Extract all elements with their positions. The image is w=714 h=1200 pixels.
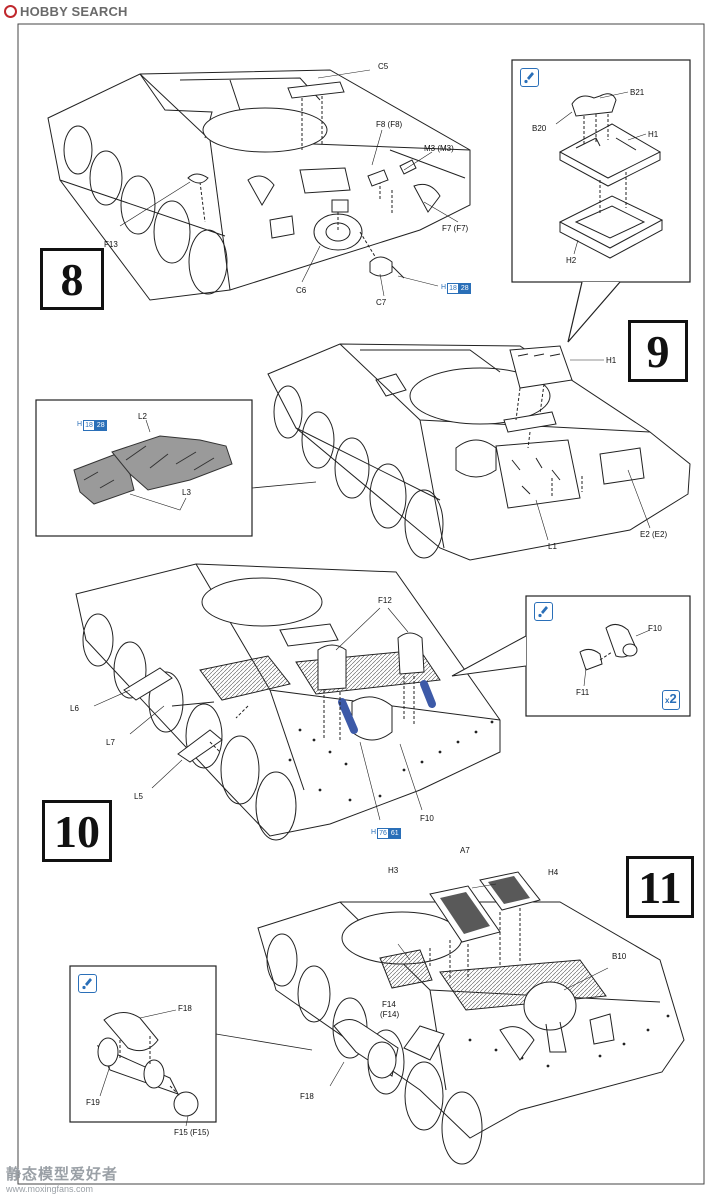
label-h3: H3 xyxy=(388,866,399,875)
paint-number-1: 18 xyxy=(83,420,95,431)
step11-inset-leader xyxy=(215,1033,313,1051)
label-f10-inset: F10 xyxy=(648,624,662,633)
label-l1: L1 xyxy=(548,542,557,551)
page-frame xyxy=(17,23,705,1185)
paint-number-2: 28 xyxy=(458,283,471,294)
label-a7: A7 xyxy=(460,846,470,855)
paint-number-2: 61 xyxy=(388,828,401,839)
label-f18-inset: F18 xyxy=(178,1004,192,1013)
label-f13: F13 xyxy=(104,240,118,249)
label-c7: C7 xyxy=(376,298,387,307)
step10-callout-pointer xyxy=(451,635,527,677)
label-b21: B21 xyxy=(630,88,645,97)
logo-text: HOBBY SEARCH xyxy=(20,4,128,19)
label-f15: F15 (F15) xyxy=(174,1128,210,1137)
label-l7: L7 xyxy=(106,738,115,747)
label-e2: E2 (E2) xyxy=(640,530,668,539)
label-m3: M3 (M3) xyxy=(424,144,454,153)
site-watermark: 静态模型爱好者 www.moxingfans.com xyxy=(6,1163,118,1194)
label-b20: B20 xyxy=(532,124,547,133)
label-l6: L6 xyxy=(70,704,79,713)
paint-letter: H xyxy=(441,284,447,291)
quantity-value: 2 xyxy=(669,691,677,706)
l2-leader xyxy=(145,419,151,433)
label-l3: L3 xyxy=(182,488,191,497)
label-h2: H2 xyxy=(566,256,577,265)
quantity-badge: x2 xyxy=(662,690,680,710)
label-f14-paren: (F14) xyxy=(380,1010,400,1019)
l3-leader xyxy=(129,493,187,511)
step-number-9: 9 xyxy=(628,320,688,382)
label-l5: L5 xyxy=(134,792,143,801)
step-number-10: 10 xyxy=(42,800,112,862)
label-f11: F11 xyxy=(576,688,590,697)
step9-hull xyxy=(267,343,691,561)
label-c6: C6 xyxy=(296,286,307,295)
exhaust-pipes xyxy=(338,680,436,734)
label-h1-inset: H1 xyxy=(648,130,659,139)
step9-inset-parts xyxy=(555,91,664,259)
note-icon-step10 xyxy=(534,602,553,621)
paint-letter: H xyxy=(371,829,377,836)
step11-inset-box xyxy=(69,965,217,1123)
step-number-8: 8 xyxy=(40,248,104,310)
paint-number-1: 76 xyxy=(377,828,389,839)
step9-callout-pointer xyxy=(567,281,621,343)
track-links xyxy=(73,435,233,505)
label-f14: F14 xyxy=(382,1000,396,1009)
paint-number-1: 18 xyxy=(447,283,459,294)
label-f19: F19 xyxy=(86,1098,100,1107)
step11-hull xyxy=(257,871,685,1165)
label-f10: F10 xyxy=(420,814,434,823)
label-f7: F7 (F7) xyxy=(442,224,469,233)
note-icon-step11 xyxy=(78,974,97,993)
label-b10: B10 xyxy=(612,952,627,961)
step8-roadwheels xyxy=(63,125,228,295)
paint-code-step8: H 18 28 xyxy=(440,283,471,294)
step10-hull xyxy=(75,563,501,841)
label-l2: L2 xyxy=(138,412,147,421)
watermark-url: www.moxingfans.com xyxy=(6,1184,94,1194)
watermark-cn: 静态模型爱好者 xyxy=(6,1166,119,1183)
label-f18: F18 xyxy=(300,1092,314,1101)
label-c5: C5 xyxy=(378,62,389,71)
logo-mark-icon xyxy=(4,5,17,18)
label-f12: F12 xyxy=(378,596,392,605)
step9-roadwheels xyxy=(273,385,444,559)
paint-number-2: 28 xyxy=(94,420,107,431)
label-h1: H1 xyxy=(606,356,617,365)
paint-letter: H xyxy=(77,421,83,428)
track-inset-leader xyxy=(251,481,317,489)
label-f8: F8 (F8) xyxy=(376,120,403,129)
step8-hull xyxy=(47,69,471,301)
note-icon-step9 xyxy=(520,68,539,87)
step11-inset-parts xyxy=(96,1009,199,1127)
step10-inset-parts xyxy=(579,624,651,687)
paint-code-step9: H 18 28 xyxy=(76,420,107,431)
step10-roadwheels xyxy=(82,613,297,841)
hobby-search-logo: HOBBY SEARCH xyxy=(4,4,128,19)
quantity-prefix: x xyxy=(665,696,670,705)
track-inset-box xyxy=(35,399,253,537)
step-number-11: 11 xyxy=(626,856,694,918)
label-h4: H4 xyxy=(548,868,559,877)
paint-code-step10: H 76 61 xyxy=(370,828,401,839)
